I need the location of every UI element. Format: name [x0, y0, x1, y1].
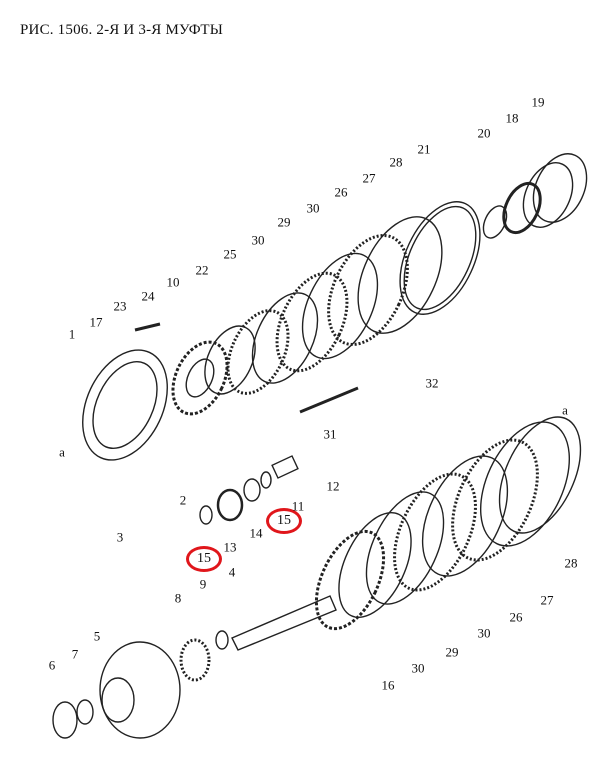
callout-12: 12 — [326, 478, 340, 494]
callout-32: 32 — [425, 375, 439, 391]
callout-15-highlighted: 15 — [266, 508, 302, 534]
callout-11: 11 — [291, 498, 305, 514]
callout-26: 26 — [509, 609, 523, 625]
figure-title: РИС. 1506. 2-Я И 3-Я МУФТЫ — [20, 22, 224, 38]
callout-19: 19 — [531, 94, 545, 110]
callout-4: 4 — [228, 564, 236, 580]
callout-5: 5 — [93, 628, 101, 644]
callout-15-highlighted: 15 — [186, 546, 222, 572]
callout-1: 1 — [68, 326, 76, 342]
callout-a-right: a — [562, 402, 568, 418]
callout-10: 10 — [166, 274, 180, 290]
callout-13: 13 — [223, 539, 237, 555]
callout-24: 24 — [141, 288, 155, 304]
callout-30: 30 — [477, 625, 491, 641]
callout-31: 31 — [323, 426, 337, 442]
callout-25: 25 — [223, 246, 237, 262]
callout-21: 21 — [417, 141, 431, 157]
callout-30: 30 — [306, 200, 320, 216]
callout-29: 29 — [277, 214, 291, 230]
callout-a-left: a — [59, 444, 65, 460]
callout-9: 9 — [199, 576, 207, 592]
callout-28: 28 — [389, 154, 403, 170]
callout-18: 18 — [505, 110, 519, 126]
callout-8: 8 — [174, 590, 182, 606]
callout-2: 2 — [179, 492, 187, 508]
callout-7: 7 — [71, 646, 79, 662]
callout-17: 17 — [89, 314, 103, 330]
callout-27: 27 — [540, 592, 554, 608]
callout-26: 26 — [334, 184, 348, 200]
callout-30: 30 — [411, 660, 425, 676]
callout-6: 6 — [48, 657, 56, 673]
callout-28: 28 — [564, 555, 578, 571]
callout-3: 3 — [116, 529, 124, 545]
callout-20: 20 — [477, 125, 491, 141]
callout-30: 30 — [251, 232, 265, 248]
callout-14: 14 — [249, 525, 263, 541]
callout-23: 23 — [113, 298, 127, 314]
callout-22: 22 — [195, 262, 209, 278]
callout-29: 29 — [445, 644, 459, 660]
upper-clutch-pack — [82, 153, 588, 461]
lower-clutch-pack — [52, 416, 582, 739]
callout-27: 27 — [362, 170, 376, 186]
callout-16: 16 — [381, 677, 395, 693]
